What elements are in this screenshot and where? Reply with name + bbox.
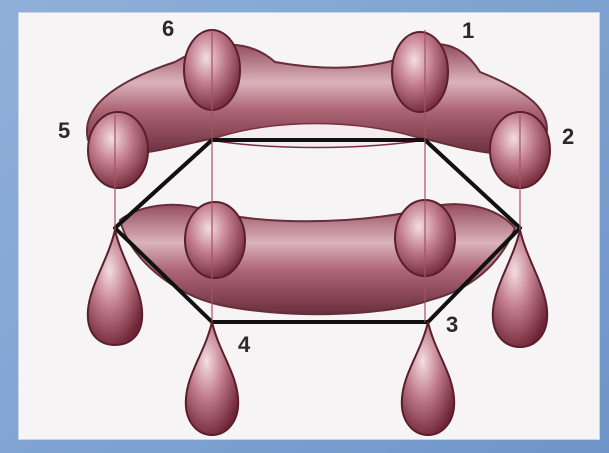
p-lobe-bottom-4 bbox=[186, 322, 238, 435]
atom-label-5: 5 bbox=[58, 118, 70, 143]
p-lobe-top-4 bbox=[185, 202, 245, 278]
p-lobe-top-5 bbox=[88, 112, 148, 188]
atom-label-4: 4 bbox=[238, 332, 251, 357]
lower-pi-cloud bbox=[120, 204, 515, 314]
atom-label-3: 3 bbox=[446, 312, 458, 337]
atom-label-6: 6 bbox=[162, 16, 174, 41]
p-lobe-bottom-3 bbox=[402, 322, 454, 435]
p-lobe-top-1 bbox=[392, 32, 448, 112]
atom-label-2: 2 bbox=[562, 124, 574, 149]
atom-label-1: 1 bbox=[462, 18, 474, 43]
